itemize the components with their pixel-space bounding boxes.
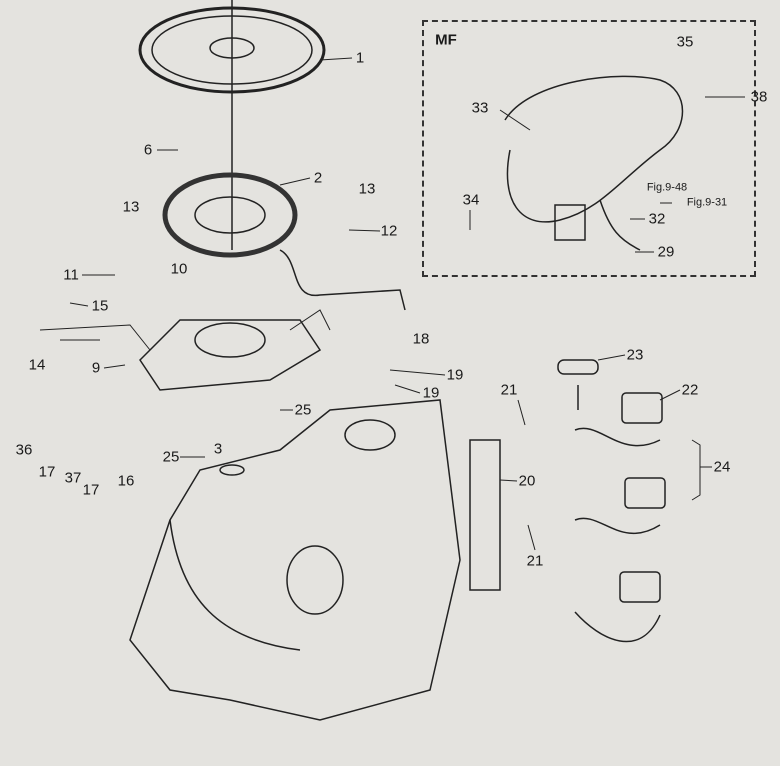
callout-6: 6 (143, 141, 153, 159)
flywheel (138, 0, 326, 250)
bracket (469, 439, 501, 591)
callout-33: 33 (471, 99, 489, 117)
callout-11: 11 (63, 266, 79, 284)
callout-23: 23 (626, 346, 644, 364)
mf-inset-box (422, 20, 756, 277)
callout-21: 21 (526, 552, 544, 570)
callout-25: 25 (294, 401, 312, 419)
callout-17: 17 (82, 481, 100, 499)
callout-10: 10 (170, 260, 188, 278)
callout-15: 15 (91, 297, 109, 315)
callout-18: 18 (412, 330, 430, 348)
wire-harness (504, 75, 684, 251)
callout-14: 14 (28, 356, 46, 374)
callout-13: 13 (122, 198, 140, 216)
callout-13: 13 (358, 180, 376, 198)
callout-25: 25 (162, 448, 180, 466)
callout-34: 34 (462, 191, 480, 209)
callout-1: 1 (355, 49, 365, 67)
callout-21: 21 (500, 381, 518, 399)
callout-17: 17 (38, 463, 56, 481)
stator (162, 172, 406, 311)
callout-36: 36 (15, 441, 33, 459)
callout-24: 24 (713, 458, 731, 476)
callout-37: 37 (64, 469, 82, 487)
figure-reference: Fig.9-31 (686, 196, 728, 209)
callout-16: 16 (117, 472, 135, 490)
callout-20: 20 (518, 472, 536, 490)
callout-2: 2 (313, 169, 323, 187)
callout-19: 19 (422, 384, 440, 402)
callout-9: 9 (91, 359, 101, 377)
ignition-coils (557, 359, 666, 643)
callout-32: 32 (648, 210, 666, 228)
inset-title: MF (435, 31, 457, 49)
callout-12: 12 (380, 222, 398, 240)
callout-38: 38 (750, 88, 768, 106)
base-plate (139, 319, 322, 391)
callout-3: 3 (213, 440, 223, 458)
callout-19: 19 (446, 366, 464, 384)
callout-22: 22 (681, 381, 699, 399)
callout-35: 35 (676, 33, 694, 51)
engine-block (129, 399, 461, 721)
figure-reference: Fig.9-48 (646, 181, 688, 194)
callout-29: 29 (657, 243, 675, 261)
